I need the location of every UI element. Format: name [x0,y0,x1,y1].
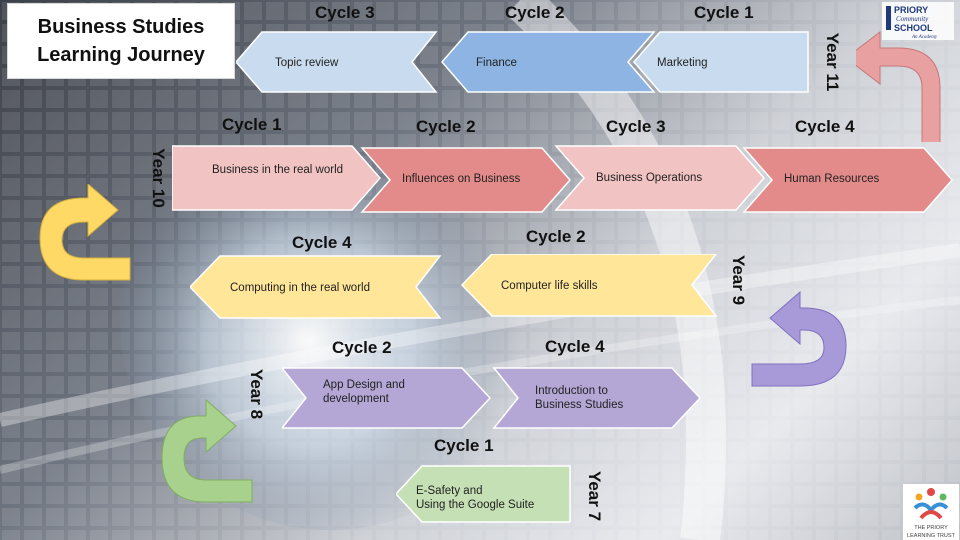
year11-cycle-2-label: Cycle 2 [505,3,565,22]
year8-cycle-4-label: Cycle 4 [545,337,605,356]
title-box: Business Studies Learning Journey [8,4,234,78]
year11-label: Year 11 [823,32,842,92]
year7-esafety-line1: E-Safety and [416,485,483,497]
year11-finance: Finance [476,57,517,69]
school-logo-line4: An Academy [911,35,938,40]
year11-chevrons [236,31,809,93]
u-turn-arrow-icon [39,184,131,281]
year10-cycle-3-label: Cycle 3 [606,117,666,136]
year10-business-operations: Business Operations [596,172,703,184]
page-title-line1: Business Studies [37,16,205,38]
school-logo-line1: PRIORY [894,5,928,15]
year11-topic-review: Topic review [275,57,339,69]
year9-computer-life-skills: Computer life skills [501,280,598,292]
year7-chevron [396,465,571,523]
year8-intro-business-line2: Business Studies [535,399,624,411]
year9-cycle-4-label: Cycle 4 [292,233,352,252]
u-turn-arrow-icon [856,30,941,142]
trust-logo-line2: LEARNING TRUST [907,533,956,539]
year10-chevrons [172,145,953,213]
year9-label: Year 9 [729,254,748,306]
year8-app-design-line2: development [323,393,389,405]
trust-logo-line1: THE PRIORY [914,525,948,531]
trust-logo-icon: THE PRIORY LEARNING TRUST [903,484,959,540]
school-logo-icon: PRIORY Community SCHOOL An Academy [882,2,954,40]
year9-chevrons [190,254,718,319]
year10-cycle-4-label: Cycle 4 [795,117,855,136]
year7-cycle-1-label: Cycle 1 [434,436,494,455]
year9-computing-real-world: Computing in the real world [230,282,370,294]
year7-esafety-line2: Using the Google Suite [416,499,535,511]
year11-cycle-1-label: Cycle 1 [694,3,754,22]
year10-label: Year 10 [149,148,168,208]
school-logo-line3: SCHOOL [894,23,933,33]
year10-cycle-1-label: Cycle 1 [222,115,282,134]
year9-cycle-2-label: Cycle 2 [526,227,586,246]
year8-chevrons [282,367,702,429]
u-turn-arrow-icon [751,290,847,387]
year7-label: Year 7 [585,470,604,522]
year10-human-resources: Human Resources [784,173,880,185]
year8-cycle-2-label: Cycle 2 [332,338,392,357]
year11-cycle-3-label: Cycle 3 [315,3,375,22]
year10-cycle-2-label: Cycle 2 [416,117,476,136]
page-title-line2: Learning Journey [37,44,205,66]
year8-app-design-line1: App Design and [323,379,405,391]
year8-intro-business-line1: Introduction to [535,385,608,397]
year10-business-real-world: Business in the real world [212,164,344,176]
year11-marketing: Marketing [657,57,708,69]
u-turn-arrow-icon [161,398,253,503]
year10-influences-on-business: Influences on Business [402,173,521,185]
school-logo-line2: Community [896,15,929,23]
